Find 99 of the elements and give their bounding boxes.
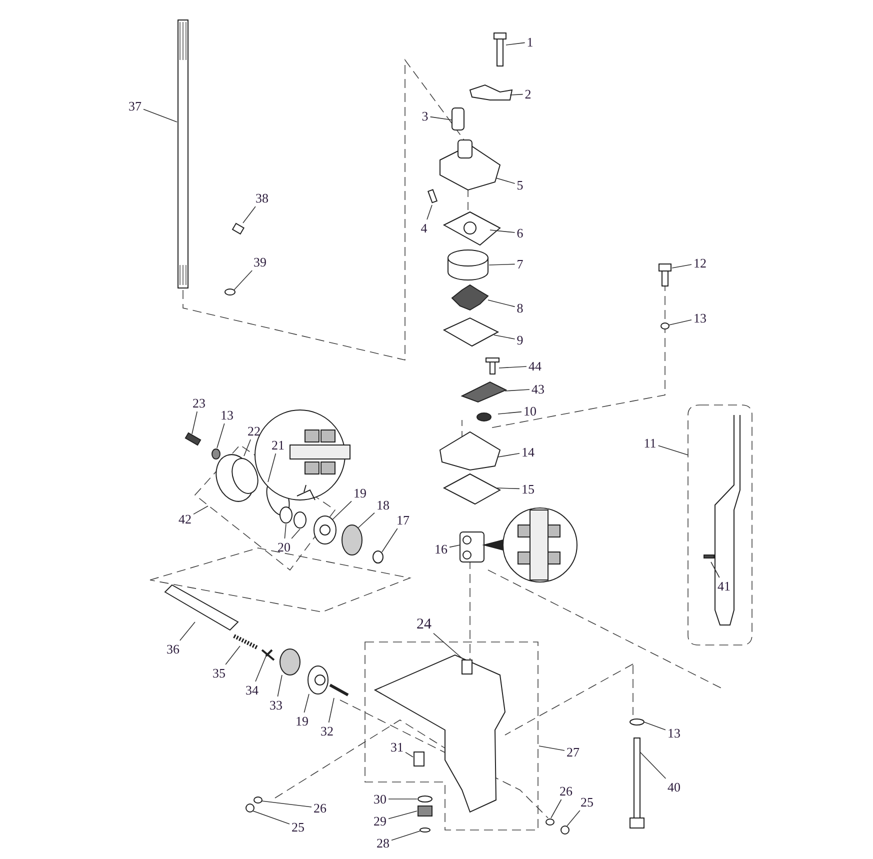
callout-number: 4: [420, 220, 428, 236]
leader-line: [268, 453, 276, 482]
leader-line: [391, 830, 420, 841]
leader-line: [252, 810, 290, 824]
callout-number: 43: [530, 382, 546, 396]
callout-number: 28: [376, 836, 390, 850]
leader-line: [490, 230, 516, 233]
callout-number: 15: [520, 482, 536, 496]
leader-line: [426, 204, 432, 220]
leader-line: [180, 622, 196, 641]
leader-line: [382, 528, 398, 552]
callout-number: 42: [178, 512, 192, 526]
callout-number: 3: [420, 108, 430, 124]
leader-line: [538, 746, 565, 751]
callout-number: 23: [192, 396, 206, 410]
callout-number: 41: [716, 578, 732, 594]
callout-number: 35: [212, 666, 226, 680]
leader-line: [668, 320, 692, 326]
leader-line: [496, 178, 516, 184]
leader-line: [640, 752, 666, 779]
leader-line: [488, 264, 516, 266]
leader-line: [710, 562, 720, 578]
callout-number: 26: [558, 784, 574, 798]
leader-line: [498, 411, 522, 414]
leader-line: [498, 453, 520, 458]
callout-number: 27: [566, 744, 580, 760]
callout-number: 22: [246, 424, 262, 438]
callout-number: 19: [352, 486, 368, 500]
leader-line: [388, 798, 418, 800]
callout-number: 18: [376, 498, 390, 512]
leader-line: [216, 423, 225, 448]
leader-line: [430, 116, 452, 120]
leader-line: [405, 752, 414, 758]
callout-number: 13: [692, 310, 708, 326]
callout-number: 39: [252, 254, 268, 270]
leader-line: [506, 42, 526, 46]
leader-line: [143, 108, 178, 122]
leader-line: [291, 528, 300, 539]
leader-line: [358, 512, 375, 528]
callout-number: 37: [128, 98, 142, 114]
leader-line: [225, 646, 240, 665]
leader-line: [644, 722, 666, 730]
leader-line: [388, 810, 418, 820]
callout-number: 5: [516, 178, 524, 192]
leader-line: [193, 506, 208, 515]
leader-line: [328, 698, 334, 723]
leader-line: [658, 445, 688, 456]
callout-number: 36: [166, 642, 180, 656]
callout-number: 12: [692, 256, 708, 270]
leader-line: [550, 799, 562, 818]
leader-line: [498, 366, 527, 368]
callout-number: 40: [666, 780, 682, 794]
callout-number: 9: [516, 332, 524, 348]
callout-number: 17: [396, 512, 410, 528]
callout-number: 2: [524, 86, 532, 102]
leader-line: [496, 488, 520, 490]
leader-line: [332, 500, 352, 520]
callout-number: 6: [516, 226, 524, 240]
leader-line: [244, 439, 251, 456]
leader-line: [672, 264, 692, 268]
leader-line: [488, 300, 516, 308]
callout-number: 11: [642, 436, 658, 450]
leader-line: [510, 94, 524, 96]
callout-number: 38: [254, 190, 270, 206]
leader-line: [234, 270, 252, 290]
callout-number: 30: [372, 792, 388, 806]
leader-line: [284, 524, 286, 539]
leader-line: [566, 810, 580, 826]
callout-number: 24: [416, 616, 432, 634]
leader-line: [494, 334, 516, 340]
leader-line: [192, 411, 198, 434]
callout-number: 19: [294, 714, 310, 728]
leader-line: [277, 674, 282, 697]
leader-line: [262, 800, 312, 808]
callout-number: 13: [666, 726, 682, 740]
callout-number: 21: [270, 438, 286, 452]
callout-number: 44: [528, 358, 542, 374]
leader-line: [449, 544, 460, 548]
callout-number: 25: [580, 794, 594, 810]
leader-line: [433, 632, 464, 660]
leader-line: [504, 389, 530, 392]
callout-number: 20: [276, 540, 292, 554]
callout-number: 25: [290, 820, 306, 834]
callout-number: 7: [516, 256, 524, 272]
callout-number: 10: [522, 404, 538, 418]
callout-number: 1: [526, 34, 534, 50]
callout-number: 29: [372, 814, 388, 828]
callout-number: 13: [220, 408, 234, 422]
callout-number: 34: [244, 682, 260, 698]
callout-number: 16: [434, 542, 448, 556]
callout-number: 8: [516, 300, 524, 316]
callout-number: 33: [268, 698, 284, 712]
callout-number: 26: [312, 800, 328, 816]
callout-number: 31: [390, 740, 404, 754]
leader-line: [242, 206, 256, 224]
leader-line: [255, 656, 266, 682]
callout-number: 32: [320, 724, 334, 738]
callout-number: 14: [520, 444, 536, 460]
leader-line: [304, 694, 310, 713]
